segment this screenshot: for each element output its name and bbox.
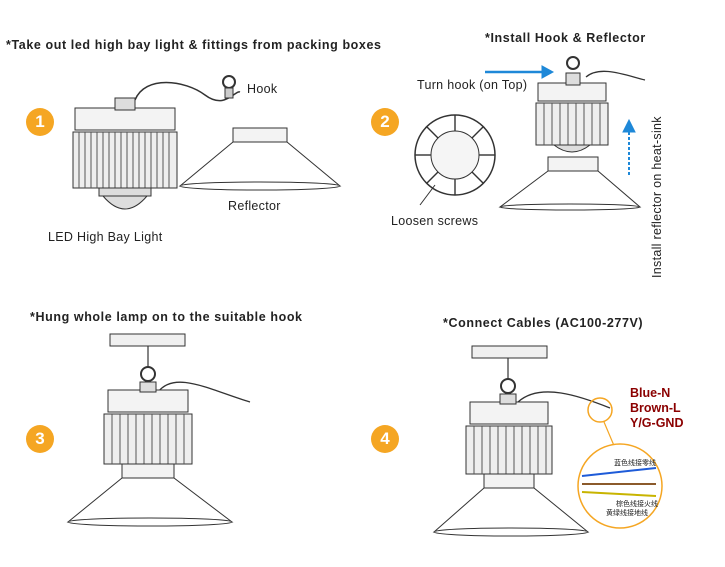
- step2-light: [535, 72, 609, 153]
- hook-label: Hook: [247, 82, 278, 96]
- step4-reflector: [432, 473, 590, 537]
- step2-number-badge: 2: [371, 108, 399, 136]
- loosen-screws-label: Loosen screws: [391, 214, 479, 228]
- wire-legend: Blue-N Brown-L Y/G-GND: [630, 386, 683, 431]
- step4-title: *Connect Cables (AC100-277V): [443, 316, 644, 330]
- wire-yg-label: Y/G-GND: [630, 416, 684, 430]
- wire-blue-label: Blue-N: [630, 386, 671, 400]
- step1-title: *Take out led high bay light & fittings …: [6, 38, 382, 52]
- step4-illustration: [432, 345, 663, 537]
- install-reflector-label: Install reflector on heat-sink: [650, 116, 664, 278]
- wire-brown-label: Brown-L: [630, 401, 681, 415]
- install-up-arrow: [622, 118, 636, 175]
- wire-detail-zoom: [577, 443, 663, 529]
- step4-light: [465, 393, 553, 475]
- led-high-bay-light-label: LED High Bay Light: [48, 230, 163, 244]
- step1-number-badge: 1: [26, 108, 54, 136]
- step3-illustration: [66, 333, 251, 527]
- ceiling-mount: [109, 333, 186, 347]
- step2-reflector: [498, 156, 642, 211]
- turn-hook-label: Turn hook (on Top): [417, 78, 528, 92]
- ceiling-mount: [471, 345, 548, 359]
- step3-reflector: [66, 463, 234, 527]
- cn-blue-label: 蓝色线接零线: [614, 460, 656, 467]
- step2-title: *Install Hook & Reflector: [485, 31, 646, 45]
- turn-hook-arrow: [485, 65, 555, 79]
- step3-number-badge: 3: [26, 425, 54, 453]
- reflector-label: Reflector: [228, 199, 281, 213]
- cn-brown-label: 棕色线接火线: [616, 501, 658, 508]
- step4-number-badge: 4: [371, 425, 399, 453]
- step3-title: *Hung whole lamp on to the suitable hook: [30, 310, 303, 324]
- cn-yg-label: 黄绿线接地线: [606, 510, 648, 517]
- hook-part: [222, 75, 236, 99]
- step3-light: [103, 381, 193, 465]
- step1-illustration: [72, 75, 342, 210]
- step2-illustration: [414, 56, 646, 211]
- wire-zoom-marker: [587, 397, 613, 423]
- led-high-bay-light: [72, 97, 178, 210]
- reflector-part: [178, 127, 342, 191]
- heatsink-top-view: [414, 114, 496, 206]
